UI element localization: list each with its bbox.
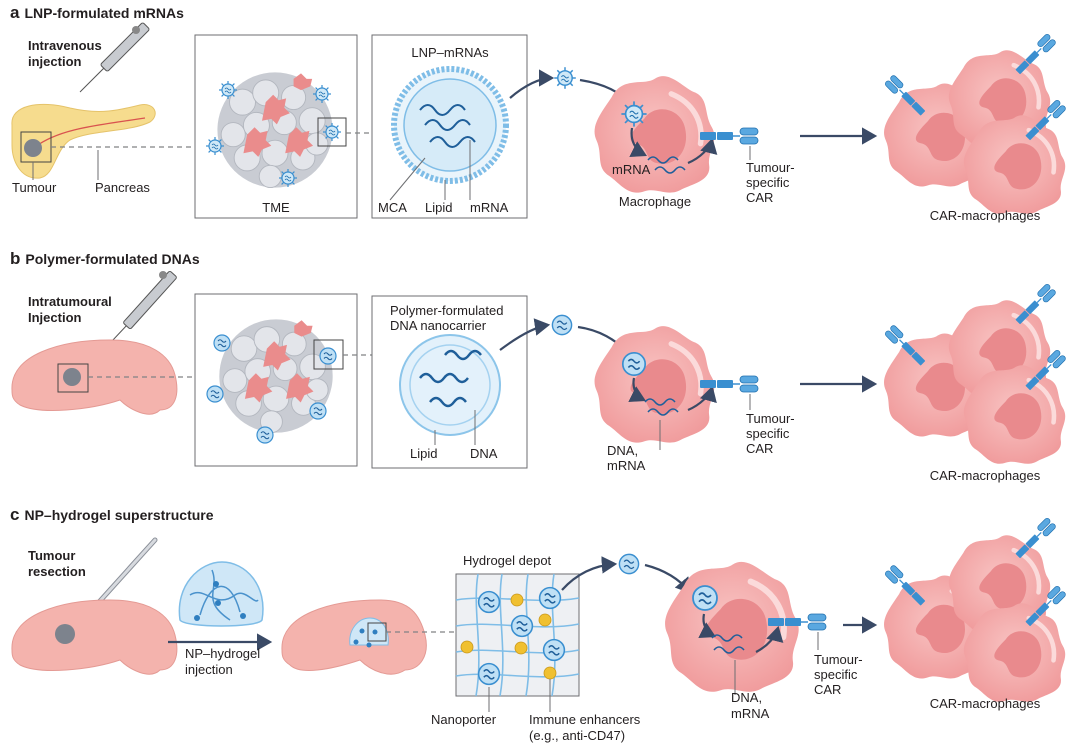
car-label-line1: Tumour- xyxy=(746,411,795,426)
dna-nanocarrier-illustration xyxy=(399,334,501,436)
hydrogel-depot-title: Hydrogel depot xyxy=(463,553,552,568)
car-label-line2: specific xyxy=(746,426,790,441)
car-label-line1: Tumour- xyxy=(814,652,863,667)
dna-strand xyxy=(711,634,745,654)
route-label-b-line1: Intratumoural xyxy=(28,294,112,309)
lnp-icon xyxy=(218,80,238,100)
nanoporter-icon xyxy=(477,590,501,614)
cargo-label-line2: mRNA xyxy=(731,706,770,721)
route-label-c-line1: Tumour xyxy=(28,548,75,563)
cargo-mrna-label: mRNA xyxy=(612,162,651,177)
injection-label-line1: NP–hydrogel xyxy=(185,646,260,661)
dna-label: DNA xyxy=(470,446,498,461)
immune-enhancers-label-line1: Immune enhancers xyxy=(529,712,641,727)
macrophage-label: Macrophage xyxy=(619,194,691,209)
car-macrophages-cluster xyxy=(884,282,1067,464)
lnp-icon xyxy=(620,100,648,128)
lnp-mrnas-title: LNP–mRNAs xyxy=(411,45,489,60)
macrophage-illustration xyxy=(665,562,799,692)
car-label-line1: Tumour- xyxy=(746,160,795,175)
mca-label: MCA xyxy=(378,200,407,215)
nanoparticle-icon xyxy=(206,385,224,403)
nanoparticle-icon xyxy=(618,553,640,575)
mrna-strand xyxy=(647,156,686,174)
nanoparticle-icon xyxy=(551,314,573,336)
pancreas-label: Pancreas xyxy=(95,180,150,195)
dna-strand xyxy=(644,398,679,416)
tme-label: TME xyxy=(262,200,290,215)
hydrogel-depot-grid xyxy=(455,573,580,697)
brain-illustration xyxy=(11,599,178,675)
injection-label-line2: injection xyxy=(185,662,233,677)
nanoparticle-icon xyxy=(309,402,327,420)
nanoparticle-icon xyxy=(692,585,718,611)
syringe-icon xyxy=(79,22,150,93)
hydrogel-illustration xyxy=(178,561,264,627)
nanoporter-icon xyxy=(510,614,534,638)
lnp-icon xyxy=(322,122,342,142)
car-label-line2: specific xyxy=(814,667,858,682)
nanoporter-label: Nanoporter xyxy=(431,712,497,727)
car-label-line3: CAR xyxy=(814,682,841,697)
cargo-label-line2: mRNA xyxy=(607,458,646,473)
lnp-icon xyxy=(278,168,298,188)
route-label-b-line2: Injection xyxy=(28,310,82,325)
nanoparticle-icon xyxy=(213,334,231,352)
nanoparticle-icon xyxy=(621,351,647,377)
carrier-title-line1: Polymer-formulated xyxy=(390,303,503,318)
immune-enhancers-label-line2: (e.g., anti-CD47) xyxy=(529,728,625,743)
pancreas-illustration xyxy=(11,103,156,179)
route-label-a-line1: Intravenous xyxy=(28,38,102,53)
nanoporter-icon xyxy=(538,586,562,610)
mrna-label: mRNA xyxy=(470,200,509,215)
tumour-label: Tumour xyxy=(12,180,57,195)
nanoporter-icon xyxy=(542,638,566,662)
car-macrophages-label: CAR-macrophages xyxy=(930,468,1041,483)
nanoparticle-icon xyxy=(256,426,274,444)
lnp-icon xyxy=(553,66,577,90)
route-label-a-line2: injection xyxy=(28,54,82,69)
lnp-icon xyxy=(312,84,332,104)
car-label-line3: CAR xyxy=(746,190,773,205)
car-macrophages-label: CAR-macrophages xyxy=(930,696,1041,711)
lipid-label: Lipid xyxy=(410,446,437,461)
lnp-illustration xyxy=(391,66,509,184)
brain-with-hydrogel-illustration xyxy=(281,599,427,675)
car-label-line3: CAR xyxy=(746,441,773,456)
car-macrophages-label: CAR-macrophages xyxy=(930,208,1041,223)
route-label-c-line2: resection xyxy=(28,564,86,579)
brain-illustration xyxy=(11,339,178,415)
carrier-title-line2: DNA nanocarrier xyxy=(390,318,487,333)
nanoparticle-icon xyxy=(319,347,337,365)
cargo-label-line1: DNA, xyxy=(607,443,638,458)
lnp-icon xyxy=(205,136,225,156)
car-macrophages-cluster xyxy=(884,516,1067,702)
macrophage-illustration xyxy=(595,326,715,442)
car-macrophages-cluster xyxy=(884,32,1067,214)
cargo-label-line1: DNA, xyxy=(731,690,762,705)
lipid-label: Lipid xyxy=(425,200,452,215)
nanoporter-icon xyxy=(477,662,501,686)
car-label-line2: specific xyxy=(746,175,790,190)
